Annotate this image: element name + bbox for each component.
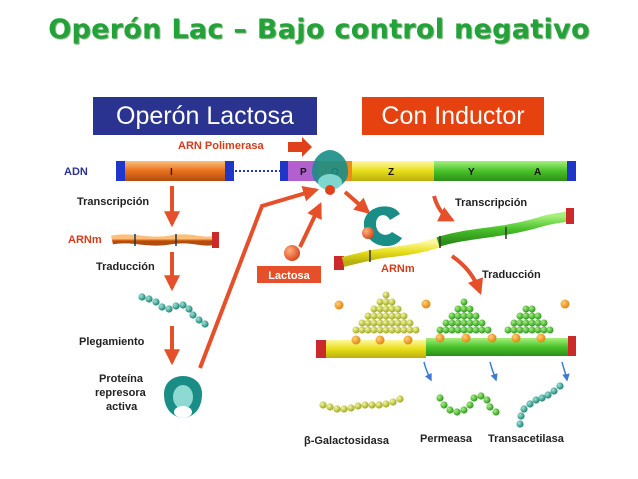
- transacetilasa-label: Transacetilasa: [488, 433, 565, 445]
- nascent-permeasa-chains: [436, 298, 492, 334]
- gene-a-segment: [511, 161, 567, 181]
- arrow-repressor-release: [343, 190, 371, 215]
- lactosa-molecule-icon: [284, 245, 300, 261]
- banner-operon-lactosa: Operón Lactosa: [93, 97, 317, 135]
- mrna-left-strand: [111, 232, 219, 248]
- plegamiento-label: Plegamiento: [79, 336, 145, 348]
- arrow-translation-right: [450, 254, 483, 295]
- gene-p-segment: [288, 161, 318, 181]
- gene-z-segment: [352, 161, 434, 181]
- page-title: Operón Lac – Bajo control negativo: [48, 14, 590, 45]
- gene-a-label: A: [534, 167, 541, 178]
- traduccion-left-label: Traducción: [96, 261, 155, 273]
- repressor-polypeptide-chain: [138, 293, 209, 328]
- dna-cap-p-start: [280, 161, 288, 181]
- arnm-left-label: ARNm: [68, 234, 102, 246]
- lactosa-tag: [257, 266, 321, 283]
- polysome-mrna-strand: [316, 336, 576, 358]
- transcripcion-left-label: Transcripción: [77, 196, 149, 208]
- arrow-repressor-to-operator: [198, 185, 320, 369]
- rna-polymerase-icon: [312, 150, 348, 195]
- proteina-label-3: activa: [106, 401, 138, 413]
- traduccion-right-label: Traducción: [482, 269, 541, 281]
- transacetilasa-chain: [516, 382, 564, 428]
- dna-cap-right: [567, 161, 576, 181]
- gene-y-segment: [434, 161, 511, 181]
- arrow-lactosa-to-repressor: [298, 202, 322, 248]
- dna-strand: [116, 161, 576, 181]
- gene-i-label: I: [170, 167, 173, 178]
- adn-label: ADN: [64, 166, 88, 178]
- gene-i-segment: [125, 161, 232, 181]
- galactosidasa-chain: [319, 395, 404, 413]
- arnm-right-label: ARNm: [381, 263, 415, 275]
- proteina-label-1: Proteína: [99, 373, 144, 385]
- permeasa-chain: [436, 392, 500, 416]
- inactive-repressor-icon: [362, 206, 402, 247]
- lactosa-label: Lactosa: [268, 270, 310, 282]
- galactosidasa-label: β-Galactosidasa: [304, 435, 390, 447]
- gene-p-label: P: [300, 167, 307, 178]
- gene-y-label: Y: [468, 167, 475, 178]
- gene-z-label: Z: [388, 167, 394, 178]
- proteina-label-2: represora: [95, 387, 147, 399]
- ribosome-icons: [334, 299, 570, 345]
- dna-cap-left: [116, 161, 125, 181]
- protein-release-arrows: [423, 361, 570, 382]
- transcripcion-right-label: Transcripción: [455, 197, 527, 209]
- arrow-transcription-right: [432, 195, 455, 222]
- active-repressor-icon: [164, 376, 202, 418]
- permeasa-label: Permeasa: [420, 433, 473, 445]
- arn-polimerasa-label: ARN Polimerasa: [178, 140, 264, 152]
- nascent-transacetilasa-chains: [504, 305, 554, 334]
- mrna-right-strand: [334, 208, 574, 270]
- dna-cap-i-end: [225, 161, 234, 181]
- banner-con-inductor: Con Inductor: [362, 97, 544, 135]
- arn-polimerasa-arrow-icon: [288, 137, 312, 157]
- nascent-galactosidasa-chains: [352, 291, 420, 334]
